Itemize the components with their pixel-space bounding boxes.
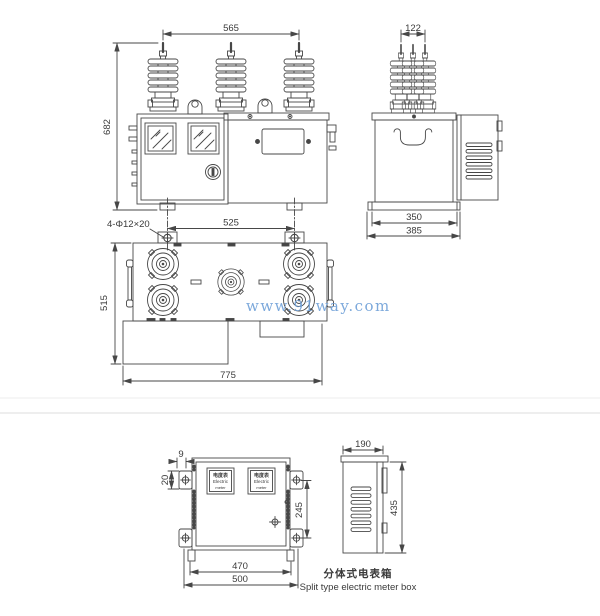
side-view	[367, 43, 503, 211]
dim-front-height: 682	[102, 119, 113, 135]
plan-rear-box	[259, 320, 305, 338]
plan-view-dimensions	[110, 242, 323, 386]
dim-plan-width: 775	[220, 370, 236, 381]
transformer-body	[227, 119, 328, 204]
mount-bracket-top-right	[289, 470, 304, 490]
carry-handle	[393, 128, 433, 146]
registration-mark	[269, 516, 281, 528]
meter-label-cn-1: 电度表	[213, 472, 229, 479]
plan-handle-left	[126, 259, 134, 308]
mount-bracket-bottom-left	[178, 528, 193, 548]
bushing-insulator-side-3	[413, 43, 437, 115]
dim-foot-span: 525	[223, 218, 239, 229]
side-view-dimensions	[366, 29, 461, 240]
cabinet-louvres	[465, 142, 493, 180]
door-lock	[205, 164, 221, 180]
base-plate	[367, 201, 461, 211]
side-terminal	[326, 124, 337, 133]
bushing-insulator-front-3	[282, 41, 316, 113]
dim-side-width: 350	[406, 212, 422, 223]
dim-side-span: 122	[405, 23, 421, 34]
nameplate-panel	[261, 128, 305, 155]
dim-mb-side-height: 435	[389, 500, 400, 516]
side-cabinet	[456, 114, 499, 201]
caption-en: Split type electric meter box	[300, 582, 417, 593]
mount-bracket-top-left	[178, 470, 193, 490]
hinge-bottom	[381, 522, 388, 534]
meterbox-front-view	[178, 457, 304, 562]
bushing-insulator-front-1	[146, 41, 180, 113]
dim-mb-mount: 245	[294, 502, 305, 518]
lifting-lug-2	[257, 98, 273, 114]
dim-side-base: 385	[406, 226, 422, 237]
dim-plan-depth: 515	[99, 295, 110, 311]
meterbox-louvres	[350, 486, 372, 532]
dim-mb-bracket: 20	[160, 475, 171, 486]
plan-view	[122, 231, 334, 365]
hole-note: 4-Φ12×20	[107, 219, 150, 230]
meterbox-front-dimensions	[167, 457, 312, 589]
meter-label-en1-1: Electric	[213, 479, 229, 484]
dim-mb-outer: 500	[232, 574, 248, 585]
meter-label-en2-2: meter	[256, 485, 267, 490]
meter-window-1	[144, 122, 177, 155]
bushing-insulator-front-2	[214, 41, 248, 113]
side-body	[374, 119, 454, 203]
body-top-flange	[223, 112, 330, 121]
dim-mb-side-depth: 190	[355, 439, 371, 450]
meter-label-en2-1: meter	[215, 485, 226, 490]
meterbox-side-dimensions	[342, 445, 407, 554]
front-view	[128, 41, 337, 251]
bushing-insulator-side-1	[389, 43, 413, 115]
plan-handle-right	[326, 259, 334, 308]
meterbox-window-2	[247, 467, 276, 495]
meterbox-side-outline	[342, 461, 384, 554]
dim-mb-inner: 470	[232, 561, 248, 572]
bushing-top-4	[273, 238, 325, 290]
meter-window-2	[187, 122, 220, 155]
watermark: www.91way.com	[246, 297, 391, 315]
lifting-lug-1	[187, 99, 203, 115]
meter-label-cn-2: 电度表	[254, 472, 270, 479]
meterbox-side-view	[340, 455, 389, 554]
bushing-insulator-side-2	[401, 43, 425, 115]
dim-front-span: 565	[223, 23, 239, 34]
meter-label-en1-2: Electric	[254, 479, 270, 484]
plan-front-compartment	[122, 320, 229, 365]
bushing-top-2	[137, 274, 189, 326]
hinge-top	[381, 467, 388, 494]
meterbox-lid	[340, 455, 389, 463]
meter-compartment	[136, 113, 229, 205]
caption-cn: 分体式电表箱	[324, 567, 393, 580]
dim-mb-offset: 9	[178, 449, 183, 460]
meterbox-window-1	[206, 467, 235, 495]
meterbox-outline	[191, 457, 291, 551]
front-view-dimensions	[112, 29, 300, 238]
